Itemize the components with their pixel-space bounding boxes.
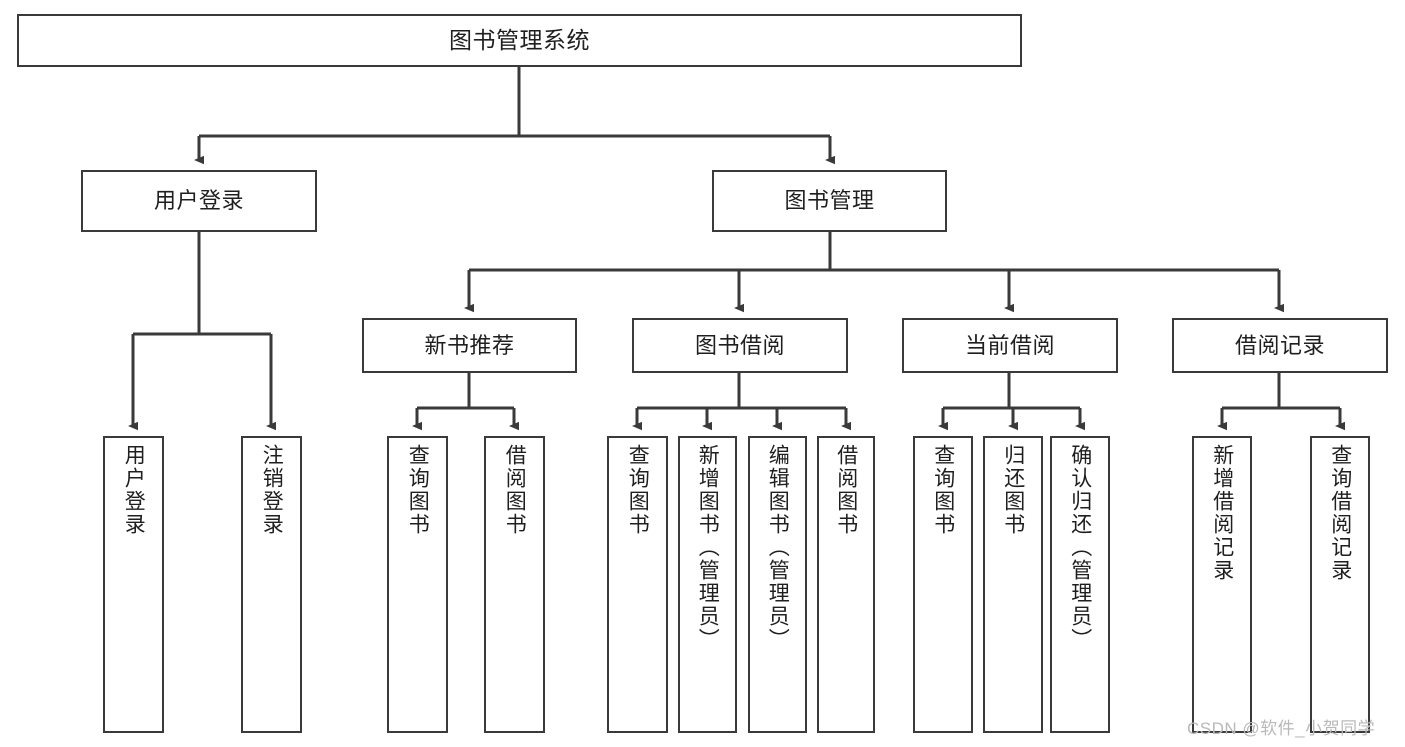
leaf-query-book-recommendation[interactable]: 查询图书 (387, 436, 448, 733)
node-label: 查询图书 (406, 444, 430, 536)
node-user-login[interactable]: 用户登录 (81, 170, 317, 232)
node-label: 编辑图书（管理员） (766, 444, 790, 651)
node-label: 借阅图书 (834, 444, 858, 536)
node-label: 查询图书 (626, 444, 650, 536)
node-book-management[interactable]: 图书管理 (712, 170, 947, 232)
leaf-borrow-book-recommendation[interactable]: 借阅图书 (484, 436, 545, 733)
node-label: 查询借阅记录 (1328, 444, 1352, 582)
leaf-edit-book-admin[interactable]: 编辑图书（管理员） (748, 436, 807, 733)
leaf-add-borrowing-record[interactable]: 新增借阅记录 (1192, 436, 1252, 733)
node-label: 借阅图书 (503, 444, 527, 536)
node-label: 图书借阅 (694, 332, 785, 358)
node-new-book-recommendation[interactable]: 新书推荐 (362, 318, 577, 373)
leaf-query-book-borrowing[interactable]: 查询图书 (607, 436, 668, 733)
leaf-query-book-current[interactable]: 查询图书 (913, 436, 973, 733)
leaf-confirm-return-admin[interactable]: 确认归还（管理员） (1050, 436, 1110, 733)
node-label: 归还图书 (1001, 444, 1025, 536)
node-label: 新书推荐 (424, 332, 515, 358)
node-label: 图书管理 (784, 188, 875, 214)
leaf-logout[interactable]: 注销登录 (241, 436, 302, 733)
leaf-return-book[interactable]: 归还图书 (983, 436, 1043, 733)
node-label: 借阅记录 (1234, 332, 1325, 358)
node-label: 新增图书（管理员） (696, 444, 720, 651)
node-label: 注销登录 (260, 444, 284, 536)
node-current-borrowing[interactable]: 当前借阅 (902, 318, 1118, 373)
leaf-add-book-admin[interactable]: 新增图书（管理员） (678, 436, 737, 733)
node-label: 图书管理系统 (449, 26, 590, 53)
node-borrowing-records[interactable]: 借阅记录 (1172, 318, 1388, 373)
node-book-borrowing[interactable]: 图书借阅 (632, 318, 848, 373)
leaf-user-login[interactable]: 用户登录 (103, 436, 164, 733)
node-label: 用户登录 (153, 188, 244, 214)
watermark: CSDN @软件_小贺同学 (1187, 719, 1376, 738)
node-root[interactable]: 图书管理系统 (17, 14, 1022, 67)
leaf-query-borrowing-record[interactable]: 查询借阅记录 (1310, 436, 1370, 733)
node-label: 新增借阅记录 (1210, 444, 1234, 582)
node-label: 确认归还（管理员） (1068, 444, 1092, 651)
node-label: 用户登录 (122, 444, 146, 536)
leaf-borrow-book-borrowing[interactable]: 借阅图书 (817, 436, 875, 733)
node-label: 查询图书 (931, 444, 955, 536)
node-label: 当前借阅 (964, 332, 1055, 358)
